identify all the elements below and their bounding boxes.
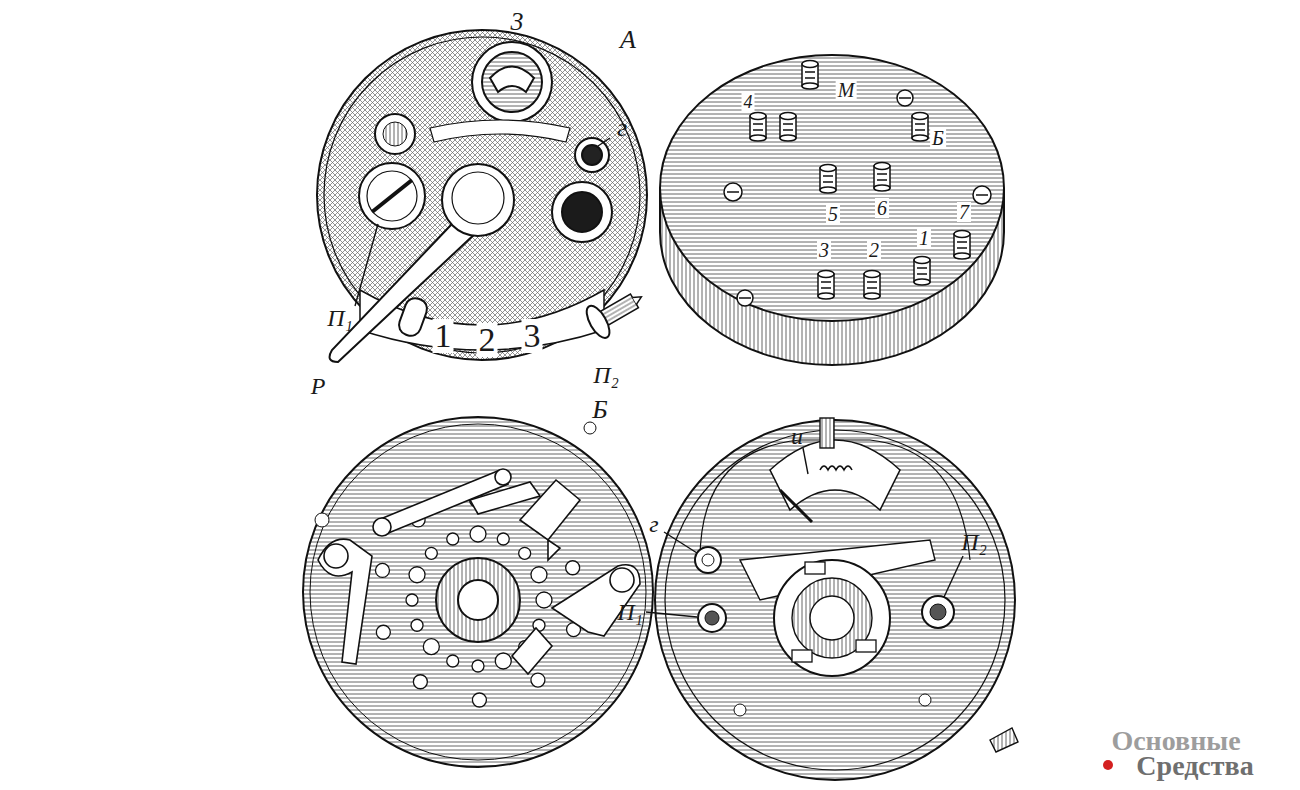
terminal-post <box>802 61 818 90</box>
callout-label: 3 <box>509 9 526 35</box>
terminal-post <box>818 271 834 300</box>
terminal-label: 2 <box>867 240 881 260</box>
callout-label: А <box>618 27 638 53</box>
terminal-label: 4 <box>742 93 755 111</box>
callout-label: П₂ <box>959 530 989 554</box>
dial-number: 1 <box>433 319 454 353</box>
terminal-post <box>912 113 928 142</box>
terminal-post <box>954 231 970 260</box>
terminal-label: М <box>836 80 857 100</box>
terminal-post <box>874 163 890 192</box>
terminal-label: 1 <box>917 228 931 248</box>
callout-label: г <box>615 115 629 141</box>
callout-label: П₁ <box>615 600 645 624</box>
terminal-label: 3 <box>817 240 831 260</box>
callout-label: г <box>647 512 660 536</box>
terminal-label: 5 <box>826 204 840 224</box>
terminal-post <box>914 257 930 286</box>
callout-label: и <box>789 424 805 448</box>
terminal-post <box>780 113 796 142</box>
terminal-post <box>820 165 836 194</box>
callout-label: Б <box>590 397 609 423</box>
dial-number: 3 <box>522 319 543 353</box>
callout-label: П₁ <box>325 306 355 330</box>
terminal-post <box>864 271 880 300</box>
dial-number: 2 <box>477 323 498 357</box>
watermark: Средства <box>1134 752 1255 780</box>
watermark: Основные <box>1109 727 1242 755</box>
terminal-label: 7 <box>957 202 971 222</box>
callout-label: Р <box>309 374 328 398</box>
terminal-label: 6 <box>875 198 889 218</box>
terminal-post <box>750 113 766 142</box>
callout-label: П₂ <box>591 363 621 387</box>
terminal-label: Б <box>930 128 946 148</box>
